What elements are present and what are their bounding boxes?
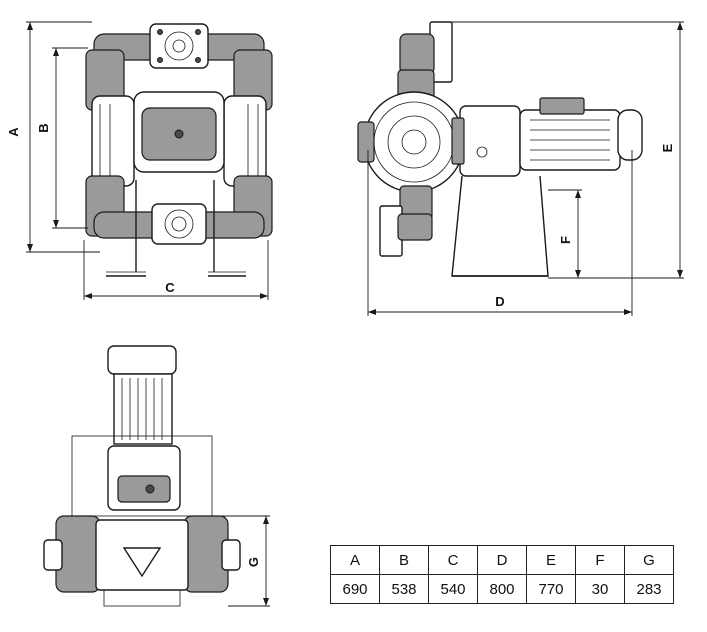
dimension-E: E (446, 21, 684, 279)
value-G: 283 (624, 574, 674, 604)
pump-side-view (357, 21, 643, 277)
value-C: 540 (428, 574, 478, 604)
dimension-G-label: G (246, 557, 261, 567)
header-A: A (330, 545, 380, 575)
dimension-F-label: F (558, 236, 573, 244)
dimension-D: D (367, 150, 633, 316)
value-A: 690 (330, 574, 380, 604)
dimension-table: A B C D E F G 690 538 540 800 770 30 283 (330, 545, 674, 604)
dimension-B: B (36, 47, 88, 229)
pump-front-view (85, 23, 273, 277)
value-E: 770 (526, 574, 576, 604)
header-F: F (575, 545, 625, 575)
dimension-F: F (548, 189, 582, 278)
pump-top-view (43, 345, 241, 607)
dimension-table-header-row: A B C D E F G (330, 545, 674, 575)
dimension-D-label: D (495, 294, 504, 309)
dimension-A-label: A (6, 127, 21, 137)
value-B: 538 (379, 574, 429, 604)
header-E: E (526, 545, 576, 575)
header-G: G (624, 545, 674, 575)
dimension-table-value-row: 690 538 540 800 770 30 283 (330, 574, 674, 604)
dimension-B-label: B (36, 123, 51, 132)
header-C: C (428, 545, 478, 575)
dimension-E-label: E (660, 143, 675, 152)
dimension-G: G (212, 515, 270, 607)
header-D: D (477, 545, 527, 575)
header-B: B (379, 545, 429, 575)
dimension-C: C (83, 240, 269, 300)
dimension-A: A (6, 21, 100, 253)
dimension-C-label: C (165, 280, 175, 295)
value-D: 800 (477, 574, 527, 604)
value-F: 30 (575, 574, 625, 604)
